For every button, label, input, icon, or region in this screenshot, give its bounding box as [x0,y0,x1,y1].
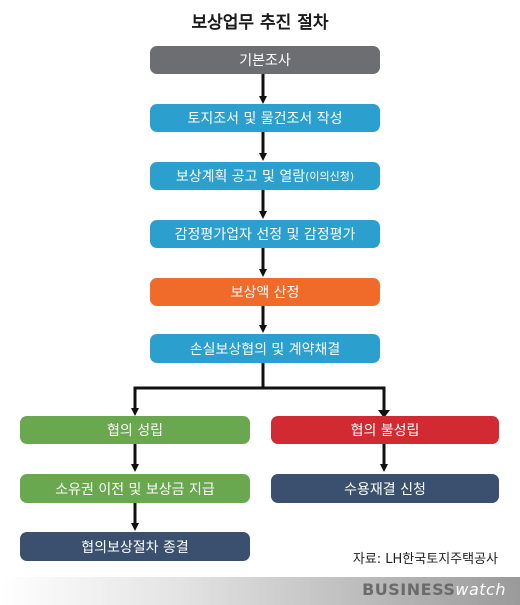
step-ownership-transfer-label: 소유권 이전 및 보상금 지급 [55,481,215,498]
step-expropriation: 수용재결 신청 [271,474,499,503]
step-expropriation-label: 수용재결 신청 [344,481,426,498]
arrowhead-right-branch [378,410,390,418]
step-ownership-transfer: 소유권 이전 및 보상금 지급 [20,474,250,503]
step-negotiation: 손실보상협의 및 계약채결 [150,334,380,363]
step-plan-notice-note: (이의신청) [305,170,355,183]
logo-part-business: BUSINESS [362,580,456,599]
step-land-survey-label: 토지조서 및 물건조서 작성 [187,111,343,127]
step-closure: 협의보상절차 종결 [20,532,250,561]
branch-agreement-label: 협의 성립 [107,423,163,439]
step-appraisal-label: 감정평가업자 선정 및 감정평가 [174,227,356,243]
diagram-title: 보상업무 추진 절차 [191,13,329,33]
step-plan-notice-label: 보상계획 공고 및 열람 [175,169,306,185]
step-closure-label: 협의보상절차 종결 [81,539,189,556]
branch-no-agreement-label: 협의 불성립 [350,423,420,439]
step-land-survey: 토지조서 및 물건조서 작성 [150,104,380,132]
step-compensation-calc: 보상액 산정 [150,278,380,306]
step-negotiation-label: 손실보상협의 및 계약채결 [189,341,341,358]
logo-part-watch: watch [455,580,506,599]
footer-bar [0,577,520,605]
step-basic-survey: 기본조사 [150,46,380,74]
brand-logo: BUSINESSwatch [362,580,506,599]
step-plan-notice: 보상계획 공고 및 열람(이의신청) [150,162,380,190]
step-compensation-calc-label: 보상액 산정 [230,285,300,301]
branch-connector-right [263,386,386,412]
step-appraisal: 감정평가업자 선정 및 감정평가 [150,220,380,248]
step-basic-survey-label: 기본조사 [239,53,291,69]
branch-connector [131,363,265,416]
source-note: 자료: LH한국토지주택공사 [352,552,498,567]
branch-agreement: 협의 성립 [20,416,250,444]
branch-no-agreement: 협의 불성립 [271,416,499,444]
